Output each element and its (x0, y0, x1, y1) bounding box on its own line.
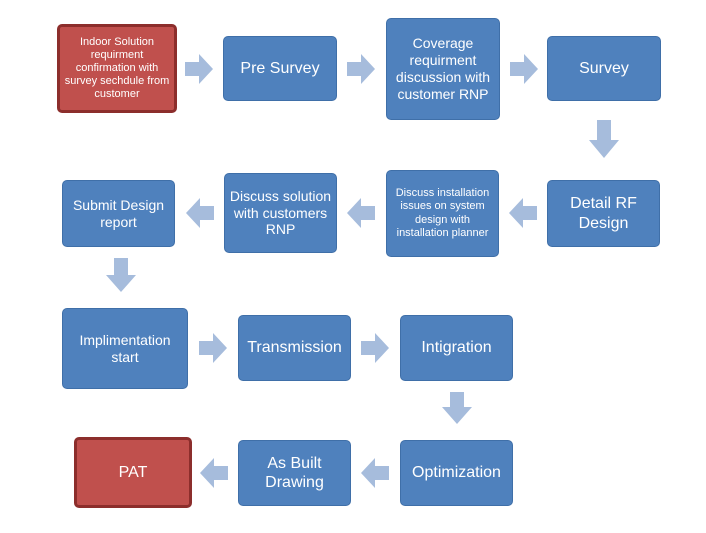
step-detail-rf-design: Detail RF Design (547, 180, 660, 247)
step-as-built-drawing: As Built Drawing (238, 440, 351, 506)
arrow-left-icon (200, 458, 228, 488)
step-submit-design-report: Submit Design report (62, 180, 175, 247)
arrow-right-icon (199, 333, 227, 363)
step-intigration: Intigration (400, 315, 513, 381)
arrow-down-icon (106, 258, 136, 292)
arrow-right-icon (185, 54, 213, 84)
step-discuss-installation: Discuss installation issues on system de… (386, 170, 499, 257)
step-indoor-requirement: Indoor Solution requirment confirmation … (57, 24, 177, 113)
step-discuss-solution-label: Discuss solution with customers RNP (229, 187, 332, 238)
step-indoor-requirement-label: Indoor Solution requirment confirmation … (64, 35, 170, 101)
arrow-left-icon (186, 198, 214, 228)
arrow-left-icon (347, 198, 375, 228)
arrow-right-icon (510, 54, 538, 84)
step-coverage-discussion: Coverage requirment discussion with cust… (386, 18, 500, 120)
step-survey: Survey (547, 36, 661, 101)
step-intigration-label: Intigration (421, 339, 492, 357)
step-implementation-start: Implimentation start (62, 308, 188, 389)
step-optimization-label: Optimization (412, 464, 501, 482)
step-pre-survey: Pre Survey (223, 36, 337, 101)
arrow-right-icon (361, 333, 389, 363)
step-survey-label: Survey (579, 59, 629, 77)
step-pre-survey-label: Pre Survey (240, 59, 320, 77)
step-transmission-label: Transmission (247, 339, 342, 357)
step-submit-design-report-label: Submit Design report (72, 196, 165, 230)
arrow-right-icon (347, 54, 375, 84)
step-discuss-installation-label: Discuss installation issues on system de… (395, 187, 490, 239)
step-transmission: Transmission (238, 315, 351, 381)
step-optimization: Optimization (400, 440, 513, 506)
arrow-down-icon (442, 392, 472, 424)
step-coverage-discussion-label: Coverage requirment discussion with cust… (395, 35, 491, 102)
step-pat-label: PAT (118, 463, 148, 481)
step-as-built-drawing-label: As Built Drawing (265, 454, 324, 491)
step-pat: PAT (74, 437, 192, 508)
step-implementation-start-label: Implimentation start (79, 331, 171, 365)
arrow-left-icon (361, 458, 389, 488)
step-detail-rf-design-label: Detail RF Design (570, 195, 637, 232)
arrow-down-icon (589, 120, 619, 158)
arrow-left-icon (509, 198, 537, 228)
step-discuss-solution: Discuss solution with customers RNP (224, 173, 337, 253)
